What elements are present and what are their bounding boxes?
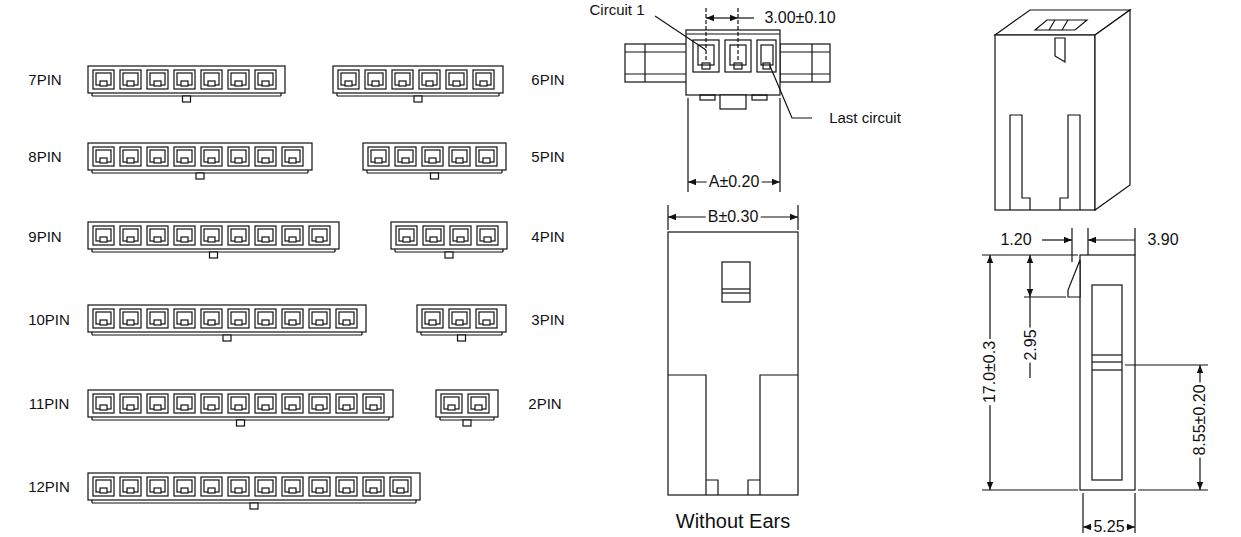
pin-count: 11PIN (27, 396, 72, 413)
pin-connector (88, 390, 393, 426)
pin-connector (88, 473, 420, 509)
pin-connector (417, 305, 506, 341)
dimension: A±0.20 (707, 173, 762, 191)
pin-count: 4PIN (529, 229, 566, 246)
dimension: 17.0±0.3 (981, 339, 999, 405)
pin-connector (88, 305, 366, 341)
dimension: 1.20 (998, 231, 1033, 249)
callout-label: Last circuit (827, 110, 903, 127)
iso-view (995, 10, 1130, 210)
callout-label: Circuit 1 (587, 2, 646, 19)
pin-count: 8PIN (26, 149, 63, 166)
dimension: 2.95 (1022, 327, 1040, 362)
pin-count: 7PIN (26, 72, 63, 89)
dimension: B±0.30 (706, 208, 761, 226)
pin-connector (88, 66, 285, 102)
front-view (668, 205, 798, 495)
pin-connector (391, 222, 507, 258)
view-caption: Without Ears (674, 510, 792, 532)
dimension: 8.55±0.20 (1191, 382, 1209, 457)
pin-count: 6PIN (529, 72, 566, 89)
dimension: 5.25 (1091, 518, 1126, 536)
pin-count: 5PIN (529, 149, 566, 166)
pin-connector (436, 390, 498, 426)
pin-count: 12PIN (26, 479, 72, 496)
pin-connector (333, 66, 503, 102)
pin-count: 2PIN (526, 396, 563, 413)
top-view (625, 8, 830, 192)
dimension: 3.90 (1145, 231, 1180, 249)
pin-connector (88, 143, 312, 179)
pin-count: 10PIN (26, 312, 72, 329)
pin-count: 3PIN (529, 312, 566, 329)
pin-connector (88, 222, 339, 258)
side-view (982, 228, 1208, 533)
pin-connectors (88, 66, 507, 509)
dimension: 3.00±0.10 (762, 9, 837, 27)
pin-connector (363, 143, 506, 179)
pin-count: 9PIN (26, 229, 63, 246)
